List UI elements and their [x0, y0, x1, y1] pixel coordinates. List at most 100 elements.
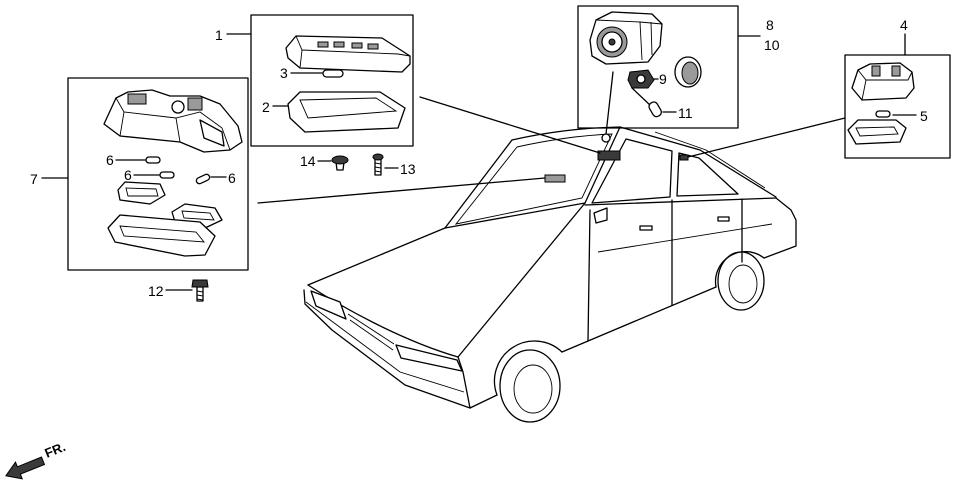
front-door-window: [591, 138, 673, 204]
spotlight-group: 8 10 9 11: [577, 5, 780, 129]
callout-4: 4: [900, 17, 908, 33]
map-light-tray: [107, 214, 216, 257]
box-8-frame: [577, 5, 739, 129]
leader-line-spotlight: [605, 71, 614, 135]
roof-light-button: [351, 42, 363, 49]
front-door-seam: [587, 209, 591, 342]
leader-line-rear-light: [687, 117, 846, 158]
side-crease: [597, 223, 773, 253]
box-1-frame: [250, 14, 414, 147]
callout-6a: 6: [106, 152, 114, 168]
callout-1: 1: [215, 27, 223, 43]
a-pillar-near: [584, 126, 621, 204]
rear-light-housing-face: [857, 69, 913, 101]
map-light-bulb-b: [159, 171, 175, 179]
callout-6c: 6: [228, 170, 236, 186]
roof-light-housing-face: [295, 35, 411, 69]
front-wheel-arch: [493, 340, 563, 396]
cowl-line: [444, 202, 586, 229]
rear-light-group: 4 5: [844, 17, 951, 159]
spotlight-lens-center: [608, 38, 616, 46]
callout-10: 10: [764, 37, 780, 53]
map-light-lens-left: [117, 181, 166, 205]
rear-light-housing: [851, 62, 915, 101]
clip-head: [331, 155, 349, 165]
front-lower-edge: [469, 394, 498, 409]
screw-12-threads: [196, 290, 204, 301]
callout-8: 8: [766, 17, 774, 33]
trunk-edge: [763, 197, 797, 259]
map-light-window: [199, 119, 225, 147]
car-illustration: [303, 126, 797, 423]
roof-light-location: [597, 150, 621, 161]
leader-line-roof-light: [419, 96, 601, 154]
callout-14: 14: [300, 153, 316, 169]
roof-front-edge: [511, 126, 621, 141]
fastener-group: 14 13: [300, 153, 416, 177]
leader-line-map-light: [257, 177, 546, 204]
roof-light-housing: [285, 35, 411, 73]
front-door-handle: [639, 225, 653, 231]
spotlight-housing-face: [595, 19, 663, 61]
map-light-lens-right-inner: [181, 210, 215, 221]
rear-wheel-rim: [728, 264, 758, 304]
map-light-bulb-c: [195, 173, 211, 185]
rear-door-window: [676, 152, 739, 197]
spotlight-location-marker: [601, 133, 611, 143]
callout-11: 11: [678, 105, 693, 121]
callout-5: 5: [920, 108, 928, 124]
roof-light-bulb: [322, 69, 344, 78]
rear-window-edge: [699, 149, 777, 198]
spotlight-cover-disc-inner: [681, 61, 699, 85]
hood-left-edge: [307, 227, 446, 286]
map-light-group: 7 6 6 6: [30, 77, 249, 271]
roof-light-button: [317, 41, 329, 48]
rear-light-switch: [891, 65, 901, 77]
front-direction-indicator: FR.: [5, 439, 68, 480]
map-light-lens-left-inner: [125, 187, 159, 197]
map-light-switch: [127, 93, 147, 105]
front-tire: [499, 349, 561, 423]
map-light-switch: [187, 97, 203, 111]
map-light-bulb-a: [145, 156, 161, 164]
rear-wheel-arch: [714, 251, 765, 288]
windshield-inner: [454, 133, 613, 225]
rear-light-lens-inner: [855, 126, 899, 137]
roof-light-button: [333, 41, 345, 48]
rocker-panel: [561, 286, 717, 353]
rear-light-lens: [847, 119, 907, 145]
direction-label: FR.: [43, 439, 68, 461]
box-7-frame: [67, 77, 249, 271]
direction-arrow-icon: [5, 456, 46, 480]
hood-front-edge: [307, 284, 459, 358]
callout-7: 7: [30, 171, 38, 187]
beltline: [584, 197, 777, 206]
roof-light-lens: [287, 91, 406, 133]
callout-9: 9: [659, 71, 667, 87]
callout-2: 2: [262, 99, 270, 115]
rear-light-location: [679, 154, 689, 161]
screw-13-head: [372, 153, 384, 161]
rear-light-switch: [871, 65, 881, 77]
side-mirror: [593, 207, 608, 224]
bumper-line: [305, 301, 465, 393]
front-fascia: [303, 289, 471, 409]
rear-door-handle: [717, 216, 730, 222]
callout-6b: 6: [124, 167, 132, 183]
map-light-tray-inner: [119, 225, 205, 243]
roof-light-button: [367, 43, 379, 50]
grille: [347, 313, 395, 351]
front-corner: [457, 356, 471, 409]
front-wheel-rim: [513, 364, 553, 414]
fender-crease: [457, 202, 586, 358]
far-headlamp: [310, 290, 347, 320]
roof-near-edge: [619, 126, 701, 151]
rear-window-inner: [654, 131, 766, 189]
box-4-frame: [844, 54, 951, 159]
roof-light-lens-inner: [299, 97, 398, 119]
map-light-location: [544, 174, 566, 183]
spotlight-socket-hole: [636, 74, 646, 84]
map-light-knob: [171, 100, 185, 114]
callout-13: 13: [400, 161, 416, 177]
